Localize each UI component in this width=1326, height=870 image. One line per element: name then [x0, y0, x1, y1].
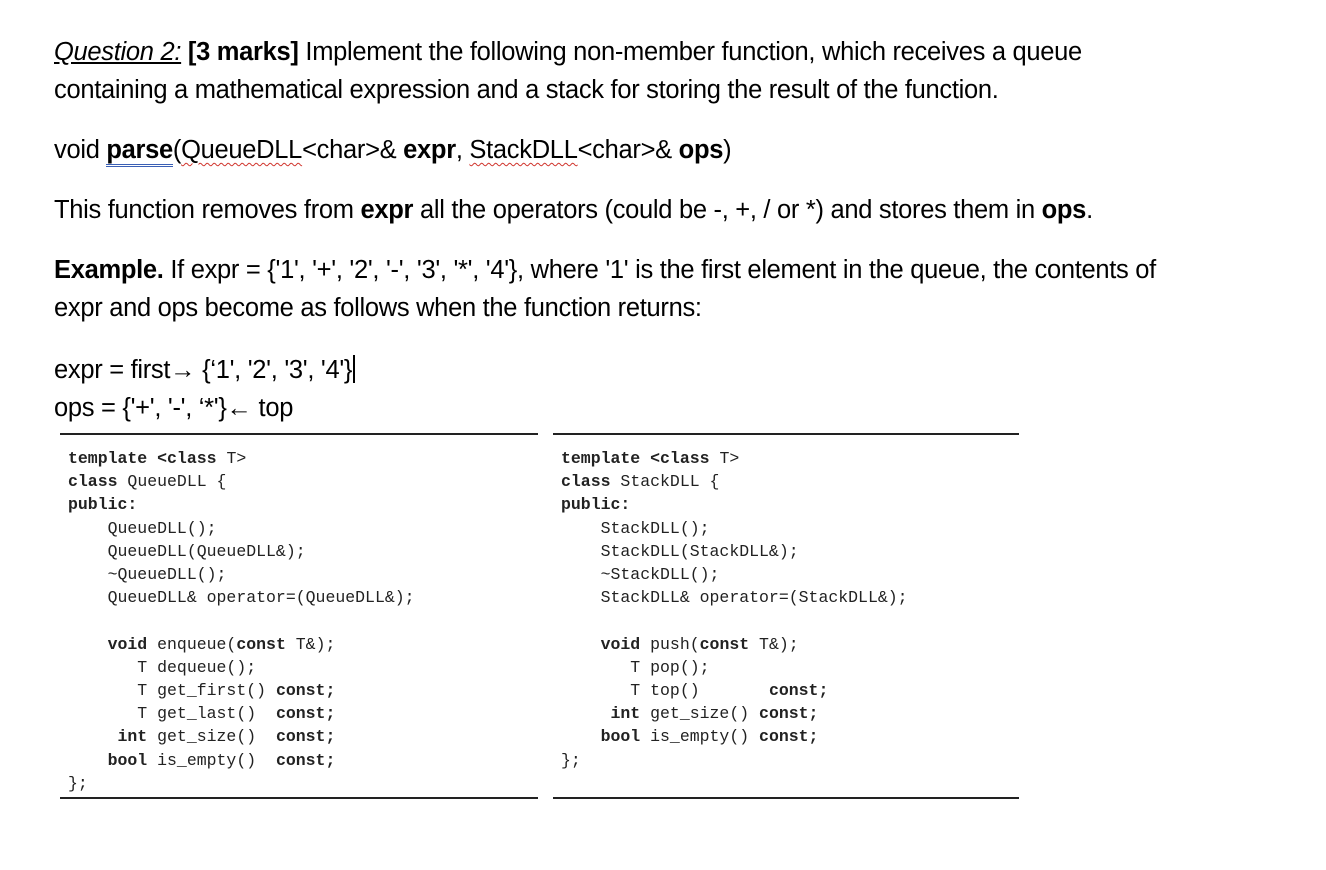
- code-text: T top(): [561, 681, 769, 701]
- code-keyword: const: [236, 634, 286, 654]
- code-text: push(: [640, 634, 700, 654]
- code-line: StackDLL(StackDLL&);: [561, 541, 799, 561]
- code-keyword: public:: [561, 495, 631, 515]
- example-label: Example.: [54, 256, 164, 284]
- code-text: T get_first(): [68, 681, 276, 701]
- return-type: void: [54, 136, 107, 164]
- desc-text-2: all the operators (could be -, +, / or *…: [413, 196, 1042, 224]
- expr-result: expr = first→ {‘1', '2', '3', '4'}: [54, 356, 353, 384]
- code-keyword: template: [561, 449, 651, 468]
- desc-text-3: .: [1086, 196, 1093, 224]
- question-label: Question 2:: [54, 38, 182, 66]
- code-line: ~QueueDLL();: [68, 565, 227, 585]
- param2-type: StackDLL: [469, 136, 578, 164]
- example-paragraph: Example. If expr = {'1', '+', '2', '-', …: [54, 251, 1156, 327]
- code-text: T>: [709, 449, 740, 468]
- code-keyword: const;: [768, 681, 829, 701]
- code-line: StackDLL();: [561, 518, 710, 538]
- stack-class-code: template <class T> class StackDLL { publ…: [561, 447, 908, 772]
- code-keyword: class: [561, 472, 611, 492]
- code-keyword: const;: [275, 704, 336, 724]
- code-line: QueueDLL& operator=(QueueDLL&);: [68, 588, 415, 608]
- param2-name: ops: [678, 136, 724, 164]
- text-cursor: [353, 355, 355, 383]
- param1-name: expr: [403, 136, 456, 164]
- code-keyword: bool: [561, 727, 641, 747]
- code-text: is_empty(): [640, 727, 760, 747]
- queue-class-code: template <class T> class QueueDLL { publ…: [68, 447, 415, 795]
- code-keyword: const;: [275, 681, 336, 701]
- example-result: expr = first→ {‘1', '2', '3', '4'} ops =…: [54, 351, 355, 427]
- code-text: is_empty(): [147, 750, 276, 770]
- code-keyword: const: [699, 634, 750, 654]
- desc-text-1: This function removes from: [54, 196, 361, 224]
- desc-ops: ops: [1041, 196, 1087, 224]
- code-keyword: const;: [759, 704, 819, 724]
- ops-result: ops = {'+', '-', ‘*'}← top: [54, 394, 294, 422]
- desc-expr: expr: [360, 196, 414, 224]
- code-keyword: bool: [68, 750, 148, 770]
- code-keyword: const;: [275, 750, 336, 770]
- code-text: QueueDLL {: [117, 472, 227, 492]
- function-name: parse: [106, 136, 173, 167]
- queue-class-box: template <class T> class QueueDLL { publ…: [60, 433, 538, 799]
- code-keyword: const;: [275, 727, 336, 747]
- code-text: get_size(): [147, 727, 276, 747]
- code-line: StackDLL& operator=(StackDLL&);: [561, 588, 908, 608]
- marks-label: [3 marks]: [187, 38, 299, 66]
- code-line: QueueDLL(QueueDLL&);: [68, 541, 306, 561]
- intro-text-2: containing a mathematical expression and…: [54, 76, 999, 104]
- code-line: T dequeue();: [68, 657, 257, 677]
- code-text: get_size(): [640, 704, 760, 724]
- question-intro: Question 2: [3 marks] Implement the foll…: [54, 33, 1082, 109]
- code-keyword: const;: [759, 727, 819, 747]
- code-keyword: class: [68, 472, 118, 492]
- code-keyword: template: [68, 449, 158, 468]
- code-line: ~StackDLL();: [561, 565, 720, 585]
- param2-template: <char>&: [577, 136, 679, 164]
- code-line: QueueDLL();: [68, 518, 217, 538]
- code-text: T get_last(): [68, 704, 276, 724]
- function-description: This function removes from expr all the …: [54, 191, 1093, 229]
- code-keyword: void: [561, 634, 641, 654]
- intro-text-1: Implement the following non-member funct…: [298, 38, 1082, 66]
- code-keyword: void: [68, 634, 148, 654]
- code-keyword: int: [68, 727, 148, 747]
- code-text: T>: [216, 449, 247, 468]
- code-keyword: int: [561, 704, 641, 724]
- example-line-2: expr and ops become as follows when the …: [54, 294, 702, 322]
- code-text: T&);: [285, 634, 336, 654]
- open-paren: (: [172, 136, 182, 164]
- stack-class-box: template <class T> class StackDLL { publ…: [553, 433, 1019, 799]
- comma: ,: [455, 136, 470, 164]
- code-text: enqueue(: [147, 634, 237, 654]
- code-keyword: <class: [650, 449, 710, 468]
- code-text: T&);: [749, 634, 799, 654]
- param1-template: <char>&: [302, 136, 404, 164]
- code-keyword: public:: [68, 495, 138, 515]
- param1-type: QueueDLL: [181, 136, 303, 164]
- code-keyword: <class: [157, 449, 217, 468]
- close-paren: ): [723, 136, 732, 164]
- code-line: };: [561, 750, 581, 770]
- code-line: T pop();: [561, 657, 710, 677]
- code-text: StackDLL {: [610, 472, 720, 492]
- function-signature: void parse(QueueDLL<char>& expr, StackDL…: [54, 131, 732, 169]
- code-line: };: [68, 773, 88, 793]
- example-line-1: If expr = {'1', '+', '2', '-', '3', '*',…: [163, 256, 1156, 284]
